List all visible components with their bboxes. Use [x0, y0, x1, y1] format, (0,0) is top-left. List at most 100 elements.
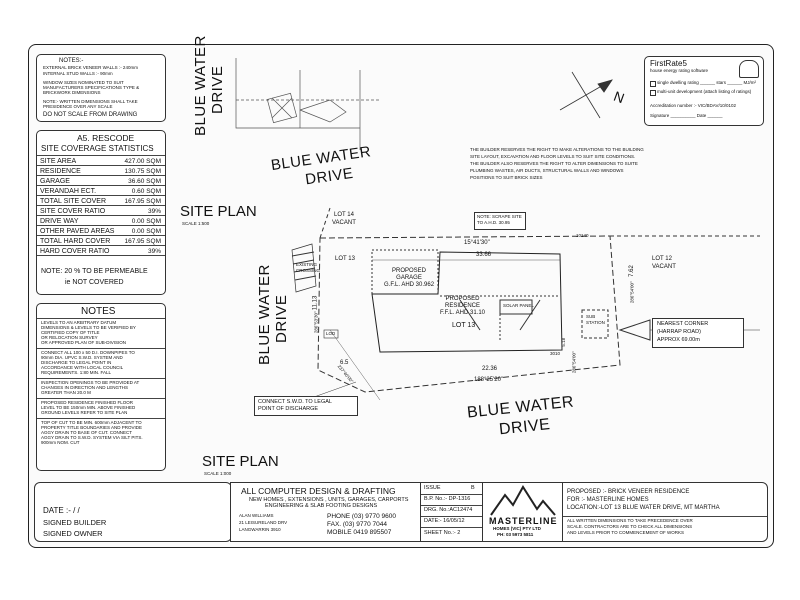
mini-plan [235, 58, 380, 150]
company-fax: FAX. (03) 9770 7044 [327, 521, 387, 528]
company-services: ENGINEERING & SLAB FOOTING DESIGNS [265, 503, 378, 509]
note-line: 90mm DIA. UPVC S.W.D. SYSTEM AND [41, 355, 123, 360]
notes-top-line: NOTE:- WRITTEN DIMENSIONS SHALL TAKE [43, 99, 138, 104]
lod-label: LOD [326, 331, 336, 336]
notes-top-line: INTERNAL STUD WALLS :- 90mm [43, 71, 113, 76]
note-line: 900mm NOM. CUT [41, 440, 80, 445]
note-line: ACCORDANCE WITH LOCAL COUNCIL [41, 365, 124, 370]
lot13-left-label: LOT 13 [335, 256, 355, 262]
company-phone: PHONE (03) 9770 9600 [327, 513, 397, 520]
solar-panel-label: SOLAR PANEL [503, 303, 534, 308]
note-line: GREATER THAN 20.0 M [41, 390, 91, 395]
note-line: DISCHARGE TO LEGAL POINT IN [41, 360, 112, 365]
note-line: AGGY DRAIN TO S.W.D. SYSTEM VIA SILT PIT… [41, 435, 143, 440]
bearing-left: 286°53'30" [313, 311, 319, 334]
note-line: AGGY DRAIN TO BASE OF CUT. CONNECT [41, 430, 133, 435]
notes-top-line: DO NOT SCALE FROM DRAWING [43, 112, 138, 118]
title-issue-box: ISSUE B B.P. No.:- DP-1316 DRG. No.:AC12… [420, 482, 484, 542]
firstrate-signature: Signature __________ Date ______ [650, 113, 723, 118]
masterline-logo: MASTERLINE HOMES (VIC) PTY LTD PH: 03 59… [482, 482, 564, 542]
title-project-box: PROPOSED :- BRICK VENEER RESIDENCE FOR :… [562, 482, 768, 542]
lot-boundary [317, 235, 621, 393]
site-plan-title: SITE PLAN [180, 203, 257, 220]
company-person: ALAN WILLIAMS [239, 513, 274, 518]
nearest-corner-note: NEAREST CORNER (HARRAP ROAD) APPROX 69.0… [652, 318, 744, 348]
title-company-box: ALL COMPUTER DESIGN & DRAFTING NEW HOMES… [230, 482, 422, 542]
notes-top-line: BRICKWORK DIMENSIONS [43, 90, 101, 95]
note-line: PROPERTY TITLE BOUNDARIES AND PROVIDE [41, 425, 143, 430]
note-line: REQUIREMENTS. 1:80 MIN. FALL [41, 370, 112, 375]
connect-swd-note: CONNECT S.W.D. TO LEGAL POINT OF DISCHAR… [254, 396, 358, 416]
notes-main-title: NOTES [81, 306, 116, 317]
notes-top-line: PRESIDENCE OVER ANY SCALE [43, 104, 113, 109]
note-line: OR RELOCATION SURVEY [41, 335, 98, 340]
title-sign-box: DATE :- / / SIGNED BUILDER SIGNED OWNER [34, 482, 232, 542]
rescode-title: A5. RESCODE [77, 133, 135, 143]
firstrate-accreditation: Accreditation number :- VIC/BDAV/10/0102 [650, 103, 736, 108]
masterline-roof-icon [490, 485, 556, 516]
lot13-center-label: LOT 13 [452, 322, 476, 329]
checkbox[interactable] [650, 81, 656, 87]
firstrate-logo-icon [739, 60, 759, 78]
signed-owner: SIGNED OWNER [43, 529, 103, 538]
rescode-note: NOTE: 20 % TO BE PERMEABLE [41, 268, 148, 275]
bearing-right: 286°54'00" [629, 281, 635, 304]
firstrate-subtitle: house energy rating software [650, 68, 709, 73]
dim-bottom: 22.36 [482, 366, 498, 372]
dim-right: 7.62 [628, 265, 635, 277]
rescode-box: A5. RESCODE SITE COVERAGE STATISTICS SIT… [36, 130, 166, 295]
dim-11-13: 11.13 [312, 295, 319, 311]
rescode-subtitle: SITE COVERAGE STATISTICS [41, 144, 154, 153]
residence-outline [371, 251, 563, 353]
note-line: OR APPROVED PLAN OF SUB-DIVISION [41, 340, 127, 345]
notes-top-line: WINDOW SIZES NOMINATED TO SUIT [43, 80, 124, 85]
note-line: CONNECT ALL 100 x 50 D.I. DOWNPIPES TO [41, 350, 135, 355]
notes-top-title: NOTES:- [59, 58, 84, 64]
dim-10140: 10140 [576, 233, 589, 238]
signed-builder: SIGNED BUILDER [43, 518, 107, 527]
crossing-icon [291, 243, 317, 293]
bearing-5-18: 286°54'00" [571, 351, 577, 374]
company-services: NEW HOMES , EXTENSIONS , UNITS, GARAGES,… [249, 497, 409, 503]
company-address: 21 LEISURELAND DRV [239, 520, 288, 525]
company-name: ALL COMPUTER DESIGN & DRAFTING [241, 486, 396, 496]
dim-top: 33.66 [476, 252, 492, 258]
sub-station-icon [581, 309, 609, 339]
bearing-bottom: 188°25'20" [474, 377, 504, 383]
note-line: DIMENSIONS & LEVELS TO BE VERIFIED BY [41, 325, 136, 330]
notes-main-box: NOTES LEVELS TO AN ARBITRARY DATUM DIMEN… [36, 303, 166, 471]
notes-top-line: EXTERNAL BRICK VENEER WALLS :- 240mm [43, 65, 138, 70]
solar-panel-icon [499, 299, 533, 315]
firstrate-option: multi-unit development (attach listing o… [657, 89, 752, 94]
checkbox[interactable] [650, 90, 656, 96]
firstrate-option: single dwelling rating ______ stars ____… [657, 80, 757, 85]
note-line: LEVEL TO BE 150mm MIN. ABOVE FINISHED [41, 405, 136, 410]
builder-note-line: SITE LAYOUT, EXCAVATION AND FLOOR LEVELS… [470, 154, 636, 159]
site-plan-scale: SCALE 1:500 [182, 221, 210, 226]
title-date: DATE :- / / [43, 506, 80, 515]
note-line: INSPECTION OPENINGS TO BE PROVIDED AT [41, 380, 140, 385]
dim-3010: 3010 [550, 351, 561, 356]
dim-6-5: 6.5 [340, 360, 349, 366]
north-arrow-icon [559, 71, 613, 119]
bearing-top: 15°41'30" [464, 240, 490, 246]
divider [37, 255, 165, 256]
table-row: VERANDAH ECT.0.60 SQM [37, 185, 165, 196]
note-line: LEVELS TO AN ARBITRARY DATUM [41, 320, 117, 325]
dim-5-18: 5.18 [561, 337, 567, 347]
note-line: GROUND LEVELS REFER TO SITE PLAN [41, 410, 128, 415]
note-line: CERTIFIED COPY OF TITLE [41, 330, 100, 335]
firstrate-title: FirstRate5 [650, 59, 687, 68]
